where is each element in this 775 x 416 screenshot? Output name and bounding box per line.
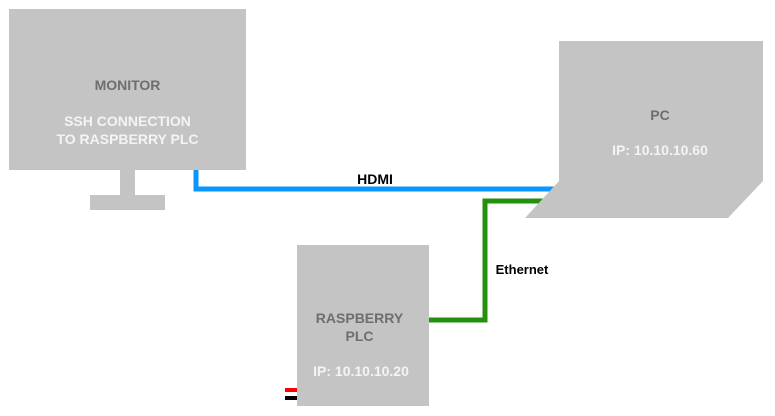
monitor-screen bbox=[9, 9, 246, 170]
pc-ip: IP: 10.10.10.60 bbox=[612, 142, 708, 158]
monitor-detail-line2: TO RASPBERRY PLC bbox=[56, 131, 199, 147]
power-wire-red bbox=[285, 388, 297, 392]
hdmi-cable-line bbox=[193, 170, 560, 192]
pc-device bbox=[525, 41, 763, 218]
raspberry-title-line2: PLC bbox=[345, 328, 374, 344]
monitor-stand-base bbox=[90, 195, 165, 210]
raspberry-ip: IP: 10.10.10.20 bbox=[313, 363, 409, 379]
monitor-detail-line1: SSH CONNECTION bbox=[64, 113, 191, 129]
ethernet-label: Ethernet bbox=[495, 262, 549, 277]
raspberry-plc-device bbox=[297, 245, 429, 406]
monitor-device bbox=[9, 9, 246, 210]
monitor-title: MONITOR bbox=[94, 77, 161, 93]
raspberry-title-line1: RASPBERRY bbox=[315, 310, 404, 326]
ethernet-cable-line bbox=[428, 198, 545, 323]
hdmi-label: HDMI bbox=[357, 171, 393, 187]
power-wire-black bbox=[285, 396, 297, 400]
monitor-stand-neck bbox=[120, 170, 135, 195]
pc-title: PC bbox=[650, 107, 670, 123]
